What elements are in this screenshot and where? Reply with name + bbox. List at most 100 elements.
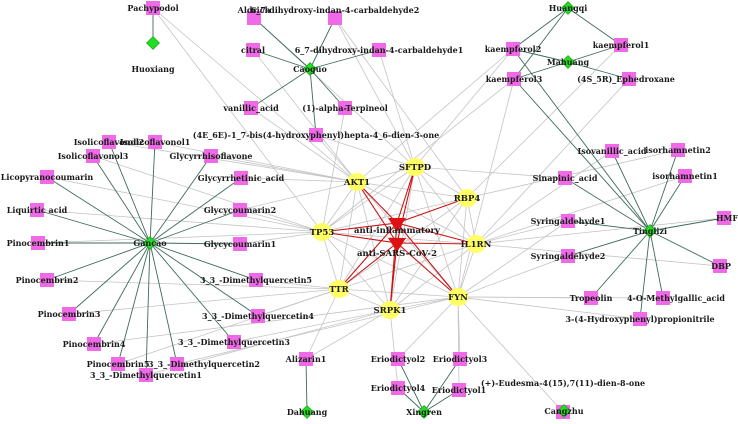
target-target-edge (321, 197, 468, 233)
herb-compound-edge (513, 78, 651, 232)
herb-compound-edge (36, 209, 151, 244)
herb-compound-edge (639, 230, 651, 320)
herb-compound-edge (309, 49, 380, 70)
target-target-edge (356, 181, 468, 199)
compound-node-vanillic (244, 101, 258, 115)
target-target-edge (414, 166, 468, 199)
compound-label: HMF (716, 213, 738, 223)
compound-label: Eriodictyol2 (371, 354, 425, 364)
compound-label: Syringaldehyde2 (531, 251, 606, 261)
herb-node-Huangqi (561, 1, 575, 15)
herb-label: Huoxiang (131, 64, 175, 74)
herb-compound-edge (149, 242, 235, 343)
compound-node-syr1 (561, 214, 575, 228)
compound-label: Glycyrrhetinic_acid (198, 173, 285, 183)
herb-compound-edge (149, 141, 156, 244)
target-label: SRPK1 (374, 306, 407, 316)
disease-label: anti-inflammatory (354, 226, 441, 236)
compound-label: 6_7-dihydroxy-indan-4-carbaldehyde2 (251, 5, 420, 15)
compound-target-edge (250, 107, 358, 183)
disease-node-anti_inflam (388, 218, 406, 232)
compound-node-hmf (717, 211, 731, 225)
compound-node-sinapinic (558, 171, 572, 185)
compound-node-liquiritic (30, 203, 44, 217)
herb-compound-edge (92, 155, 151, 244)
herb-compound-edge (513, 61, 569, 80)
compound-label: Alizarin1 (285, 354, 327, 364)
compound-label: Pinocembrin3 (38, 309, 101, 319)
compound-label: Isolicoflavonol1 (120, 137, 191, 147)
herb-node-Dahuang (300, 405, 314, 419)
target-node-AKT1 (347, 173, 367, 191)
herb-node-Caoguo (303, 62, 317, 76)
herb-label: Caoguo (293, 64, 327, 74)
compound-target-edge (321, 107, 346, 233)
compound-target-edge (92, 155, 323, 233)
compound-node-ephed (622, 72, 636, 86)
compound-target-edge (315, 134, 416, 168)
target-node-SFTPD (405, 158, 425, 176)
compound-target-edge (457, 296, 641, 320)
compound-label: Syringaldehyde1 (531, 216, 606, 226)
compound-node-dmq1 (139, 368, 153, 382)
compound-node-dbp (713, 259, 727, 273)
compound-target-edge (315, 134, 358, 183)
herb-compound-edge (108, 141, 151, 244)
compound-label: (4S_5R)_Ephedroxane (577, 74, 675, 84)
compound-target-edge (414, 48, 514, 168)
herb-compound-edge (564, 177, 651, 232)
target-target-edge (356, 181, 459, 298)
compound-target-edge (457, 296, 564, 413)
compound-node-pinoc5 (111, 357, 125, 371)
compound-node-kaemp2 (506, 42, 520, 56)
compound-label: 6_7-dihydroxy-indan-4-carbaldehyde1 (295, 45, 464, 55)
target-target-edge (389, 296, 459, 311)
compound-node-hpp (633, 312, 647, 326)
compound-node-erio3 (453, 352, 467, 366)
compound-label: 3-(4-Hydroxyphenyl)propionitrile (565, 314, 714, 324)
herb-compound-edge (397, 358, 425, 413)
compound-target-edge (457, 296, 664, 299)
compound-node-isofl2 (102, 135, 116, 149)
compound-node-dihy2 (328, 11, 342, 25)
herb-compound-edge (512, 7, 569, 50)
compound-target-edge (414, 166, 566, 179)
compound-target-edge (152, 7, 358, 183)
target-node-RBP4 (457, 189, 477, 207)
compound-node-isorh1 (678, 169, 692, 183)
target-label: SFTPD (399, 163, 432, 173)
compound-target-edge (457, 220, 569, 298)
compound-node-bis (309, 128, 323, 142)
compound-node-pinoc3 (62, 307, 76, 321)
compound-node-glycyrrhiso (204, 149, 218, 163)
compound-node-dmq2 (170, 357, 184, 371)
herb-compound-edge (149, 242, 259, 317)
herb-compound-edge (309, 68, 317, 136)
compound-label: vanillic_acid (222, 103, 279, 113)
herb-label: Cangzhu (544, 406, 583, 416)
compound-node-pinoc4 (87, 337, 101, 351)
compound-node-pinoc1 (31, 236, 45, 250)
compound-node-isorh2 (671, 143, 685, 157)
compound-target-edge (46, 176, 323, 233)
compound-node-isofl3 (86, 149, 100, 163)
target-label: FYN (448, 293, 468, 303)
compound-target-edge (240, 177, 358, 183)
compound-target-edge (239, 231, 323, 245)
compound-node-pinoc2 (40, 273, 54, 287)
compound-label: Eriodictyol3 (433, 354, 488, 364)
compound-node-glycyrrhetinic (234, 171, 248, 185)
compound-node-kaemp1 (614, 38, 628, 52)
compound-label: kaempferol3 (486, 74, 543, 84)
compound-target-edge (475, 150, 613, 245)
herb-compound-edge (149, 242, 178, 365)
herb-compound-edge (512, 48, 569, 63)
target-disease-edge (356, 181, 398, 244)
compound-label: 3_3_-Dimethylquercetin1 (90, 370, 202, 380)
herb-compound-edge (46, 242, 151, 281)
compound-node-dmq3 (227, 335, 241, 349)
compound-label: Glycycoumarin2 (204, 205, 276, 215)
compound-target-edge (475, 78, 630, 245)
herb-compound-edge (567, 220, 651, 232)
